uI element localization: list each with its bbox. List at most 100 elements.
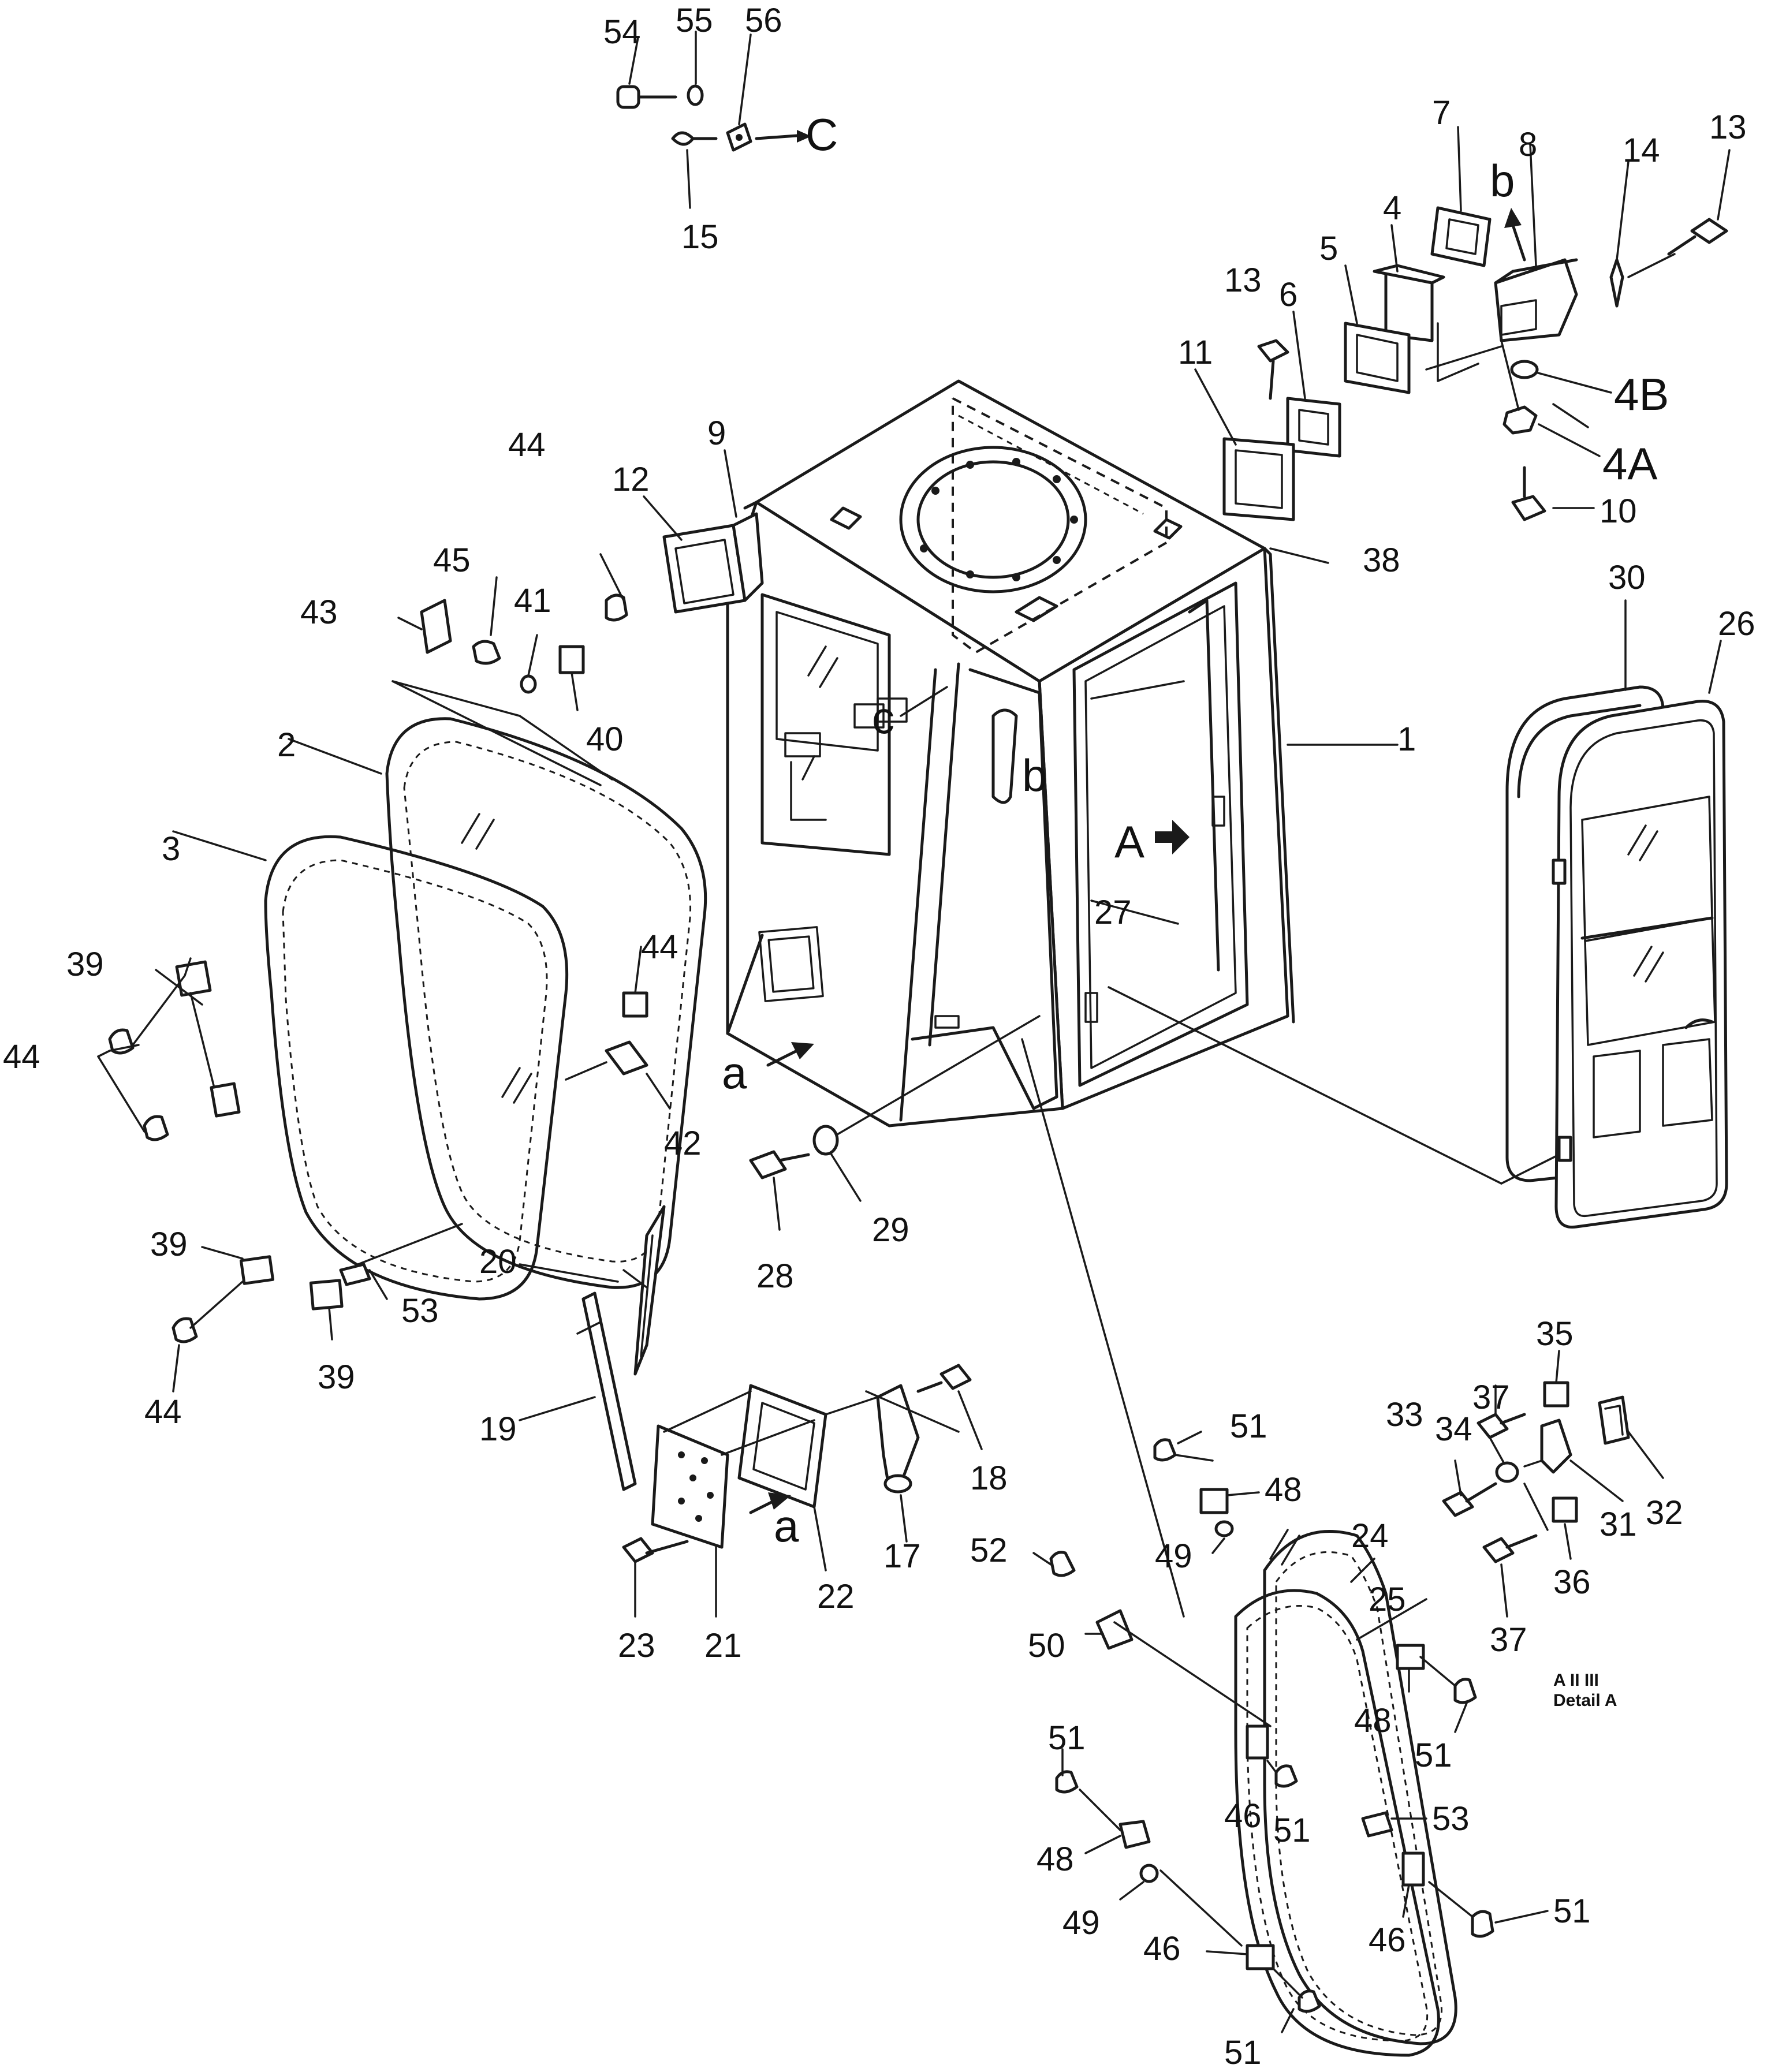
label-55: 55 [676, 2, 713, 39]
label-48-left: 48 [1036, 1840, 1074, 1878]
right-glass-24-25 [1234, 1529, 1457, 2057]
label-24: 24 [1351, 1517, 1389, 1555]
label-14: 14 [1623, 132, 1660, 169]
ref-A-arrow [1155, 820, 1190, 854]
label-49-top: 49 [1155, 1537, 1192, 1575]
label-44-left: 44 [3, 1038, 40, 1076]
label-9: 9 [707, 415, 726, 452]
label-30: 30 [1608, 559, 1646, 596]
label-4A: 4A [1602, 438, 1657, 489]
left-fasteners [97, 553, 671, 1392]
label-39-left: 39 [66, 946, 104, 983]
label-52: 52 [970, 1532, 1008, 1569]
label-48-top: 48 [1265, 1471, 1302, 1509]
label-51-left: 51 [1048, 1719, 1086, 1757]
label-27: 27 [1094, 894, 1132, 931]
label-2: 2 [277, 726, 296, 764]
label-4B: 4B [1614, 369, 1669, 420]
label-49-left: 49 [1062, 1904, 1100, 1942]
label-ref-c-cab: c [872, 692, 894, 743]
label-44-top: 44 [508, 426, 546, 464]
label-32: 32 [1646, 1494, 1683, 1532]
label-ref-b-top: b [1490, 155, 1515, 206]
label-46-bottom: 46 [1143, 1930, 1181, 1968]
label-34: 34 [1435, 1410, 1472, 1448]
label-54: 54 [603, 13, 641, 51]
label-19: 19 [479, 1410, 517, 1448]
detail-caption-line1: A II III [1553, 1671, 1599, 1690]
label-6: 6 [1279, 276, 1298, 313]
label-37-top: 37 [1472, 1379, 1510, 1416]
label-53-left: 53 [401, 1292, 439, 1330]
label-5: 5 [1319, 230, 1338, 267]
label-31: 31 [1600, 1506, 1637, 1543]
label-37-bottom: 37 [1490, 1621, 1527, 1659]
label-46-inner: 46 [1224, 1797, 1262, 1835]
label-20: 20 [479, 1243, 517, 1280]
label-3: 3 [162, 830, 180, 868]
label-22: 22 [817, 1578, 855, 1615]
cab-door [1108, 599, 1728, 1229]
label-45: 45 [433, 542, 471, 579]
wiper-assembly [519, 1205, 983, 1618]
label-44-right: 44 [641, 928, 678, 966]
label-39-bottom-left: 39 [150, 1226, 188, 1263]
label-26: 26 [1718, 605, 1755, 643]
label-33: 33 [1386, 1396, 1423, 1433]
label-36: 36 [1553, 1563, 1591, 1601]
cab-body [726, 379, 1295, 1128]
label-46-right: 46 [1369, 1921, 1406, 1959]
ref-c-pointer [900, 686, 948, 717]
label-35: 35 [1536, 1315, 1574, 1353]
label-51-inner: 51 [1273, 1812, 1311, 1849]
label-53-right: 53 [1432, 1800, 1470, 1838]
work-light-assembly [1194, 126, 1731, 521]
label-17: 17 [883, 1537, 921, 1575]
label-13-left: 13 [1224, 262, 1262, 299]
callout-labels: 54 55 56 15 C 7 8 14 13 4 b 5 6 13 11 4B… [3, 2, 1755, 2071]
label-ref-b-cab: b [1022, 750, 1047, 801]
left-glass-2-3 [172, 680, 707, 1301]
label-56: 56 [745, 2, 782, 39]
label-51-bottom: 51 [1224, 2034, 1262, 2071]
label-43: 43 [300, 593, 338, 631]
label-28: 28 [756, 1257, 794, 1295]
label-18: 18 [970, 1459, 1008, 1497]
label-42: 42 [664, 1125, 702, 1162]
label-7: 7 [1432, 94, 1451, 132]
roof-hatch-ring [899, 446, 1087, 593]
detail-caption-line2: Detail A [1553, 1691, 1617, 1710]
label-41: 41 [514, 582, 551, 619]
bolt-group-54-56 [616, 31, 811, 209]
label-21: 21 [704, 1627, 742, 1664]
label-ref-A: A [1114, 816, 1144, 867]
label-15: 15 [681, 218, 719, 256]
label-50: 50 [1028, 1627, 1065, 1664]
label-51-right: 51 [1415, 1737, 1452, 1774]
bolt-28-washer-29 [749, 1015, 1185, 1618]
label-ref-a-bottom: a [774, 1500, 799, 1551]
label-25: 25 [1369, 1581, 1406, 1618]
label-48-right: 48 [1354, 1702, 1392, 1739]
label-38: 38 [1363, 542, 1400, 579]
ref-a-arrow-cab [766, 1042, 814, 1067]
label-4: 4 [1383, 189, 1401, 227]
label-8: 8 [1519, 126, 1537, 163]
left-work-light [643, 449, 1399, 746]
label-40: 40 [586, 720, 624, 758]
label-13-top: 13 [1709, 109, 1747, 146]
detail-A-clips [1442, 1350, 1664, 1618]
label-11: 11 [1178, 334, 1213, 371]
label-23: 23 [618, 1627, 655, 1664]
label-ref-a-cab: a [722, 1047, 747, 1098]
label-ref-C-top: C [806, 109, 838, 160]
label-39-bottom: 39 [318, 1358, 355, 1396]
label-12: 12 [612, 461, 650, 498]
label-51-top: 51 [1230, 1408, 1267, 1445]
label-44-bottom: 44 [144, 1393, 182, 1431]
label-1: 1 [1397, 720, 1416, 758]
label-29: 29 [872, 1211, 909, 1249]
label-10: 10 [1600, 492, 1637, 530]
